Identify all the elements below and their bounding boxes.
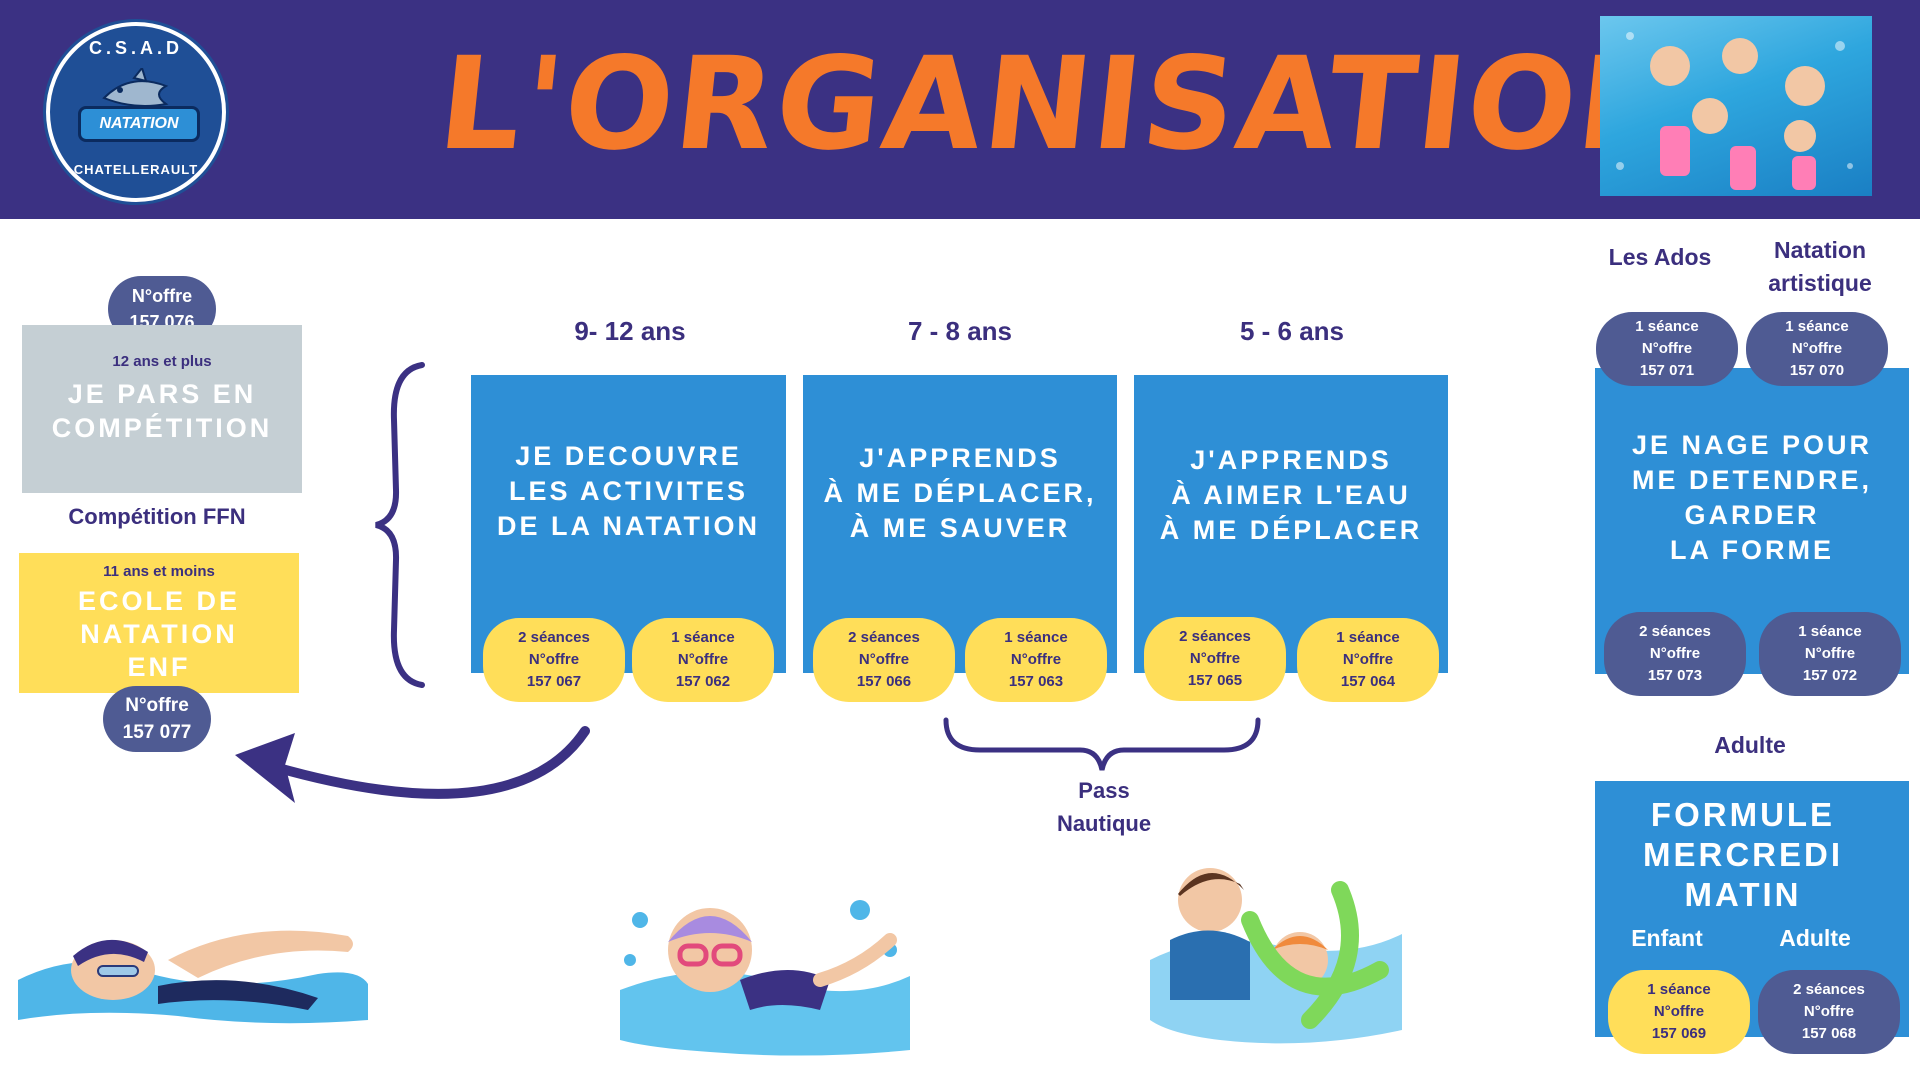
competition-ffn-label: Compétition FFN xyxy=(68,504,246,529)
adulte-label: Adulte xyxy=(1714,732,1786,758)
formule-adulte-label: Adulte xyxy=(1779,925,1851,951)
formule-enfant-label: Enfant xyxy=(1631,925,1703,951)
age-5-6: 5 - 6 ans xyxy=(1239,316,1345,346)
formule-heading: FORMULE MERCREDI MATIN xyxy=(1642,796,1843,913)
logo-top-text: C.S.A.D xyxy=(88,38,183,58)
pass-brace-icon xyxy=(943,717,1261,771)
swimmer-crawl-illustration xyxy=(18,930,368,1024)
group-heading-9-12: JE DECOUVRE LES ACTIVITES DE LA NATATION xyxy=(497,441,760,541)
ecole-age: 11 ans et moins xyxy=(103,563,215,580)
competition-box: 12 ans et plus JE PARS EN COMPÉTITION xyxy=(22,325,302,493)
group-heading-7-8: J'APPRENDS À ME DÉPLACER, À ME SAUVER xyxy=(823,443,1097,543)
page-title: L'ORGANISATION xyxy=(432,30,1696,179)
age-7-8: 7 - 8 ans xyxy=(907,316,1013,346)
girl-swimming-illustration xyxy=(620,900,910,1056)
offre-badge-157077: N°offre 157 077 xyxy=(103,686,211,752)
competition-heading: JE PARS EN COMPÉTITION xyxy=(51,379,273,443)
curly-brace-icon xyxy=(375,362,425,688)
pass-nautique-label: Pass Nautique xyxy=(1056,778,1152,836)
age-9-12: 9- 12 ans xyxy=(574,316,686,346)
curved-arrow-icon xyxy=(235,726,590,803)
logo-band-text: NATATION xyxy=(78,106,200,142)
logo-bottom-text: CHATELLERAULT xyxy=(73,162,199,177)
ecole-heading: ECOLE DE NATATION ENF xyxy=(77,586,241,682)
parent-child-swimming-illustration xyxy=(1150,868,1402,1044)
club-logo: C.S.A.D NATATION CHATELLERAULT xyxy=(46,22,226,202)
les-ados-label: Les Ados xyxy=(1608,244,1712,270)
shark-icon xyxy=(100,65,172,112)
natation-artistique-label: Natation artistique xyxy=(1768,237,1872,296)
competition-age: 12 ans et plus xyxy=(112,353,212,370)
ecole-box: 11 ans et moins ECOLE DE NATATION ENF xyxy=(19,553,299,693)
kids-underwater-photo xyxy=(1600,16,1872,196)
group-heading-5-6: J'APPRENDS À AIMER L'EAU À ME DÉPLACER xyxy=(1159,445,1423,545)
detente-heading: JE NAGE POUR ME DETENDRE, GARDER LA FORM… xyxy=(1631,430,1873,565)
